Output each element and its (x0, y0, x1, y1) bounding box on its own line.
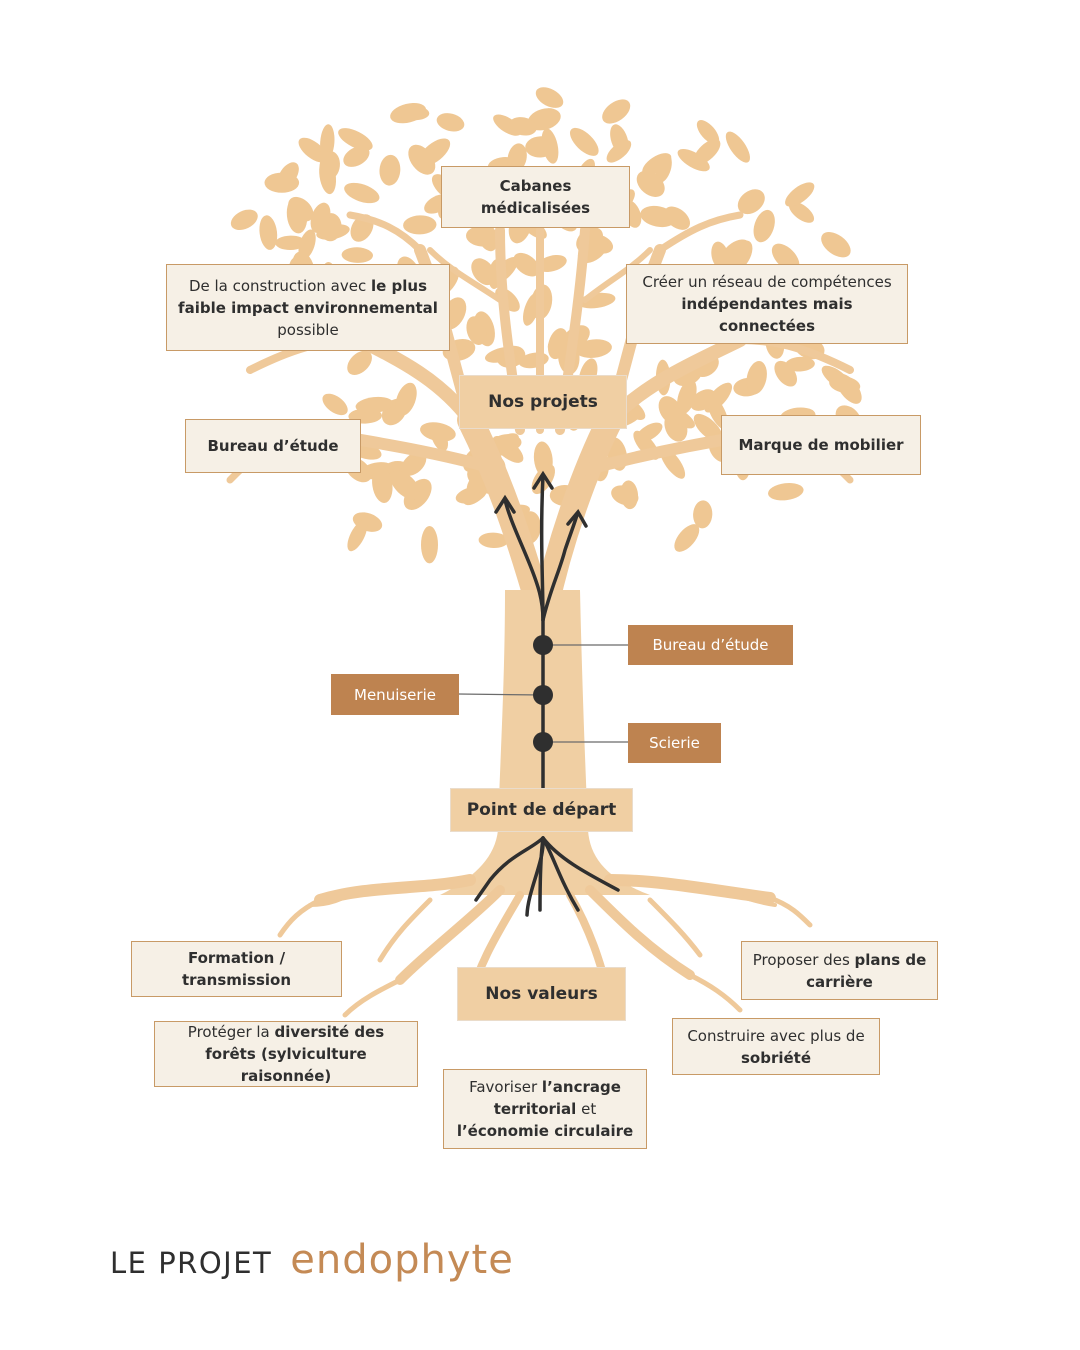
leaf (674, 524, 700, 552)
leaf (821, 232, 851, 258)
leaf (430, 424, 449, 452)
leaf (403, 215, 437, 235)
leaf (401, 451, 427, 476)
leaf (478, 532, 509, 549)
leaf (259, 215, 278, 250)
projet-cabanes: Cabanes médicalisées (441, 166, 630, 228)
leaf (640, 205, 676, 228)
journey-lines (474, 470, 620, 917)
leaf (275, 235, 306, 251)
leaf (397, 105, 430, 121)
leaf (418, 138, 451, 167)
leaf (355, 396, 394, 414)
leaf (264, 172, 300, 193)
leaf (343, 146, 370, 167)
leaf (636, 170, 665, 197)
leaf (677, 148, 710, 172)
point-de-depart: Point de départ (450, 788, 633, 832)
valeur-sobriete: Construire avec plus de sobriété (672, 1018, 880, 1075)
timeline-dot (533, 685, 553, 705)
leaf (230, 209, 258, 231)
projet-reseau: Créer un réseau de compétences indépenda… (626, 264, 908, 344)
leaf (347, 520, 368, 552)
leaf (662, 405, 695, 429)
leaf (344, 182, 380, 204)
leaf (338, 128, 373, 151)
step-scierie: Scierie (628, 723, 721, 763)
leaf (575, 339, 612, 358)
leaf (768, 482, 804, 501)
leaf (693, 138, 721, 165)
projet-bureau-etude: Bureau d’étude (185, 419, 361, 473)
leaf (788, 201, 815, 223)
leaf (341, 247, 373, 263)
leaf (611, 485, 639, 506)
leaf (537, 255, 567, 272)
leaf (421, 526, 438, 564)
leaf (319, 151, 340, 180)
valeur-formation: Formation / transmission (131, 941, 342, 997)
leaf (298, 137, 328, 163)
leaf (696, 120, 720, 145)
leaf (602, 99, 631, 124)
leaf (785, 356, 815, 372)
timeline-connectors (457, 644, 628, 743)
leaf (711, 241, 729, 270)
leaf (541, 128, 559, 164)
leaf (310, 202, 331, 233)
leaf (322, 393, 348, 416)
leaf (466, 316, 487, 345)
leaf (390, 470, 420, 500)
leaf (655, 154, 672, 183)
valeur-carriere: Proposer des plans de carrière (741, 941, 938, 1000)
leaf (725, 131, 751, 163)
step-bureau-etude: Bureau d’étude (628, 625, 793, 665)
leaf (836, 373, 862, 404)
projet-marque-mobilier: Marque de mobilier (721, 415, 921, 475)
leaf (785, 182, 815, 207)
footer-prefix: LE PROJET (110, 1246, 273, 1280)
leaf (298, 229, 316, 260)
step-menuiserie: Menuiserie (331, 674, 459, 715)
leaf (288, 196, 314, 222)
timeline-dots (533, 635, 553, 752)
leaf (569, 127, 599, 156)
leaf (746, 361, 767, 395)
leaf (677, 379, 697, 415)
leaf (395, 382, 417, 416)
footer: LE PROJET endophyte (110, 1237, 514, 1288)
brand-logo: endophyte (290, 1237, 514, 1283)
nos-valeurs-title: Nos valeurs (457, 967, 626, 1021)
leaf (379, 154, 401, 186)
valeur-ancrage: Favoriser l’ancrage territorial et l’éco… (443, 1069, 647, 1149)
leaf (513, 252, 540, 277)
valeur-diversite: Protéger la diversité des forêts (sylvic… (154, 1021, 418, 1087)
nos-projets-title: Nos projets (459, 375, 627, 429)
timeline-dot (533, 635, 553, 655)
leaf (737, 189, 765, 215)
leaf (535, 87, 564, 108)
leaf (491, 433, 520, 456)
leaf (606, 140, 632, 163)
leaf (372, 466, 393, 503)
leaf (436, 113, 465, 132)
leaf (507, 143, 527, 173)
leaf (753, 209, 775, 243)
leaf (523, 292, 540, 326)
projet-construction: De la construction avec le plus faible i… (166, 264, 450, 351)
leaf (508, 117, 537, 136)
leaf (693, 500, 713, 529)
leaf (347, 350, 372, 375)
timeline-dot (533, 732, 553, 752)
